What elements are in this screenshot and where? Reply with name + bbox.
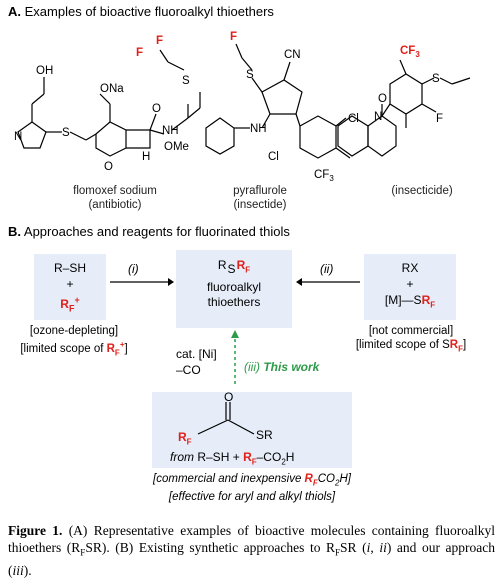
pyrazole-ring — [261, 79, 303, 115]
label-s2: S — [182, 75, 190, 87]
molecule-1-name: flomoxef sodium — [73, 185, 157, 197]
label-o-carbonyl: O — [152, 103, 161, 115]
label-oh: OH — [36, 65, 53, 77]
center-line1: fluoroalkyl — [206, 280, 262, 295]
label-cn: CN — [284, 49, 301, 61]
label-f1: F — [136, 47, 143, 59]
molecule-caption-1: flomoxef sodium (antibiotic) — [40, 184, 190, 212]
label-ona: ONa — [100, 83, 124, 95]
conditions: cat. [Ni] –CO — [176, 346, 217, 378]
thioester-rf: RF — [178, 430, 192, 447]
molecule-1-type: (antibiotic) — [88, 199, 142, 211]
oxazine-ring — [95, 121, 127, 157]
arrow-ii — [296, 278, 360, 286]
bottom-note-effective: [effective for aryl and alkyl thiols] — [168, 491, 336, 504]
arrow-i — [110, 278, 174, 286]
left-box-plus: + — [66, 277, 74, 291]
center-rsrf: RSRF — [217, 258, 251, 276]
label-h: H — [142, 151, 150, 163]
label-cf3-a: CF3 — [314, 169, 334, 182]
thioester-from-line: from R–SH + RF–CO2H — [170, 450, 295, 467]
molecule-2-name: pyraflurole — [233, 185, 287, 197]
label-f4: F — [436, 113, 443, 125]
right-box-msrf: [M]—SRF — [384, 293, 436, 310]
label-nh: NH — [162, 125, 179, 137]
center-product-box: RSRF fluoroalkyl thioethers — [176, 250, 292, 328]
section-b-text: Approaches and reagents for fluorinated … — [23, 224, 290, 239]
pyrazine-ring — [205, 117, 235, 155]
condition-cat: cat. [Ni] — [176, 347, 217, 361]
bottom-note-commercial: [commercial and inexpensive RFCO2H] — [153, 473, 351, 488]
left-note-scope: [limited scope of RF+] — [20, 340, 128, 358]
left-notes: [ozone-depleting] [limited scope of RF+] — [4, 324, 144, 360]
label-f2: F — [156, 35, 163, 47]
right-reagent-box: RX + [M]—SRF — [364, 254, 456, 320]
section-a-text: Examples of bioactive fluoroalkyl thioet… — [24, 4, 274, 19]
figure-label: Figure 1. — [8, 523, 63, 538]
molecule-caption-2: pyraflurole (insectide) — [205, 184, 315, 212]
section-a-letter: A. — [8, 4, 21, 19]
tetrazole-ring — [17, 121, 47, 149]
left-note-ozone: [ozone-depleting] — [29, 325, 119, 337]
right-note-scope: [limited scope of SRF] — [355, 339, 467, 354]
label-n1: N — [14, 131, 22, 143]
thioester-sr: SR — [256, 428, 273, 442]
thioester-structure — [197, 402, 255, 435]
right-notes: [not commercial] [limited scope of SRF] — [346, 324, 476, 356]
label-ome: OMe — [164, 141, 189, 153]
molecule-caption-3: (insecticide) — [362, 184, 482, 198]
right-note-commercial: [not commercial] — [368, 325, 454, 337]
label-s1: S — [62, 127, 70, 139]
molecule-3-type: (insecticide) — [391, 185, 453, 197]
label-o-ring: O — [104, 161, 113, 173]
right-box-rx: RX — [401, 261, 419, 275]
right-box-plus: + — [406, 277, 414, 291]
section-b-letter: B. — [8, 224, 21, 239]
aryl-ring — [389, 73, 423, 115]
arrow-iii — [231, 330, 239, 384]
condition-co: –CO — [176, 363, 201, 377]
thioester-o: O — [224, 390, 234, 404]
label-s4: S — [432, 73, 440, 85]
left-reagent-box: R–SH + RF+ — [34, 254, 106, 320]
section-b-title: B. Approaches and reagents for fluorinat… — [8, 224, 290, 239]
figure-caption: Figure 1. (A) Representative examples of… — [8, 523, 495, 578]
label-s3: S — [246, 69, 254, 81]
bottom-notes: [commercial and inexpensive RFCO2H] [eff… — [92, 472, 412, 504]
arrow-iii-label: (iii) This work — [244, 360, 320, 374]
label-cf3-b: CF3 — [400, 45, 420, 59]
label-o-quin: O — [378, 93, 387, 105]
phenyl-ring — [299, 115, 337, 159]
section-a-title: A. Examples of bioactive fluoroalkyl thi… — [8, 4, 274, 19]
label-nh2: NH — [250, 123, 267, 135]
label-cl2: Cl — [268, 151, 279, 163]
label-n-quin: N — [374, 111, 382, 123]
bioactive-structures: OH N S ONa O NH H OMe S O F F F S CN Cl … — [14, 31, 471, 182]
center-line2: thioethers — [207, 295, 261, 310]
thioester-box: O RF SR from R–SH + RF–CO2H — [152, 390, 352, 468]
arrow-ii-label: (ii) — [320, 262, 334, 276]
label-cl1: Cl — [348, 113, 359, 125]
label-f3: F — [230, 31, 237, 43]
molecule-2-type: (insectide) — [233, 199, 287, 211]
left-box-rsh: R–SH — [53, 261, 86, 275]
left-box-rf-plus: RF+ — [60, 295, 80, 314]
arrow-i-label: (i) — [128, 262, 139, 276]
